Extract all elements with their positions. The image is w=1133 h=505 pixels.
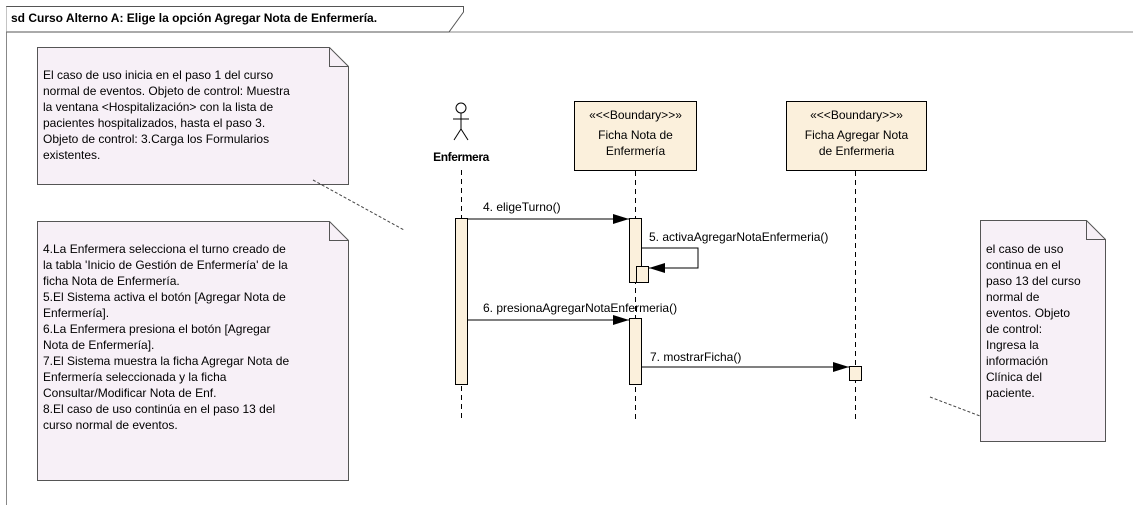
lifeline-1-activation-bar-2 [629,318,642,385]
note-2[interactable] [37,221,349,481]
note-2-line: Consultar/Modificar Nota de Enf. [43,386,217,400]
message-6-label: 6. presionaAgregarNotaEnfermeria() [483,301,677,315]
note-3-line: normal de [986,290,1040,304]
note-3-connector [929,396,981,417]
message-5[interactable]: 5. activaAgregarNotaEnfermeria() [642,230,828,273]
frame-title: sd Curso Alterno A: Elige la opción Agre… [11,11,377,25]
lifeline-2-activation-bar [849,366,862,381]
note-1-line: la ventana <Hospitalización> con la list… [43,100,274,114]
note-3-line: de control: [986,322,1043,336]
message-6[interactable]: 6. presionaAgregarNotaEnfermeria() [468,301,677,325]
note-1-line: normal de eventos. Objeto de control: Mu… [43,84,290,98]
note-2-line: Enfermería seleccionada y la ficha [43,370,227,384]
note-3-line: Ingresa la [986,338,1039,352]
actor-stick-figure-icon [453,102,469,141]
note-2-line: 5.El Sistema activa el botón [Agregar No… [43,290,286,304]
note-3-line: información [986,354,1049,368]
message-4-label: 4. eligeTurno() [483,200,561,214]
lifeline-1-name-line-1: Ficha Nota de [598,128,673,142]
note-2-line: 8.El caso de uso continúa en el paso 13 … [43,402,276,416]
note-3-line: Clínica del [986,370,1043,384]
note-3-line: continua en el [986,258,1061,272]
note-2-line: Enfermería]. [43,306,110,320]
note-2-line: curso normal de eventos. [43,418,178,432]
boundary-box-2 [786,101,927,171]
note-2-line: ficha Nota de Enfermería. [43,274,180,288]
note-1-body [37,47,349,185]
note-3-body [980,220,1106,442]
note-1-fold [329,47,349,67]
note-1-line: El caso de uso inicia en el paso 1 del c… [43,68,274,82]
note-1-text: El caso de uso inicia en el paso 1 del c… [43,67,333,163]
note-2-line: la tabla 'Inicio de Gestión de Enfermerí… [43,258,288,272]
message-5-label: 5. activaAgregarNotaEnfermeria() [649,230,828,244]
message-4[interactable]: 4. eligeTurno() [468,200,629,224]
note-1[interactable] [37,47,349,185]
actor-activation-bar [455,218,468,385]
message-7-label: 7. mostrarFicha() [650,350,741,364]
note-2-line: 7.El Sistema muestra la ficha Agregar No… [43,354,290,368]
note-1-line: Objeto de control: 3.Carga los Formulari… [43,132,270,146]
lifeline-ficha-agregar-nota[interactable]: «<<Boundary>>» Ficha Agregar Nota de Enf… [786,101,927,171]
note-1-line: existentes. [43,148,101,162]
note-3-line: el caso de uso [986,242,1064,256]
note-2-line: 4.La Enfermera selecciona el turno cread… [43,242,286,256]
lifeline-ficha-nota-enfermeria[interactable]: «<<Boundary>>» Ficha Nota de Enfermería [574,101,697,171]
note-1-line: pacientes hospitalizados, hasta el paso … [43,116,266,130]
note-2-line: 6.La Enfermera presiona el botón [Agrega… [43,322,271,336]
note-3-line: paciente. [986,386,1035,400]
note-3[interactable] [980,220,1106,442]
note-3-line: paso 13 del curso [986,274,1081,288]
message-5-arrow [642,247,699,273]
note-2-body [37,221,349,481]
note-2-line: Nota de Enfermería]. [43,338,155,352]
lifeline-2-name-line-2: de Enfermeria [819,144,895,158]
note-1-connector [312,179,405,231]
actor-enfermera[interactable]: Enfermera [433,102,490,164]
note-2-text: 4.La Enfermera selecciona el turno cread… [43,241,343,433]
frame-title-tab [6,6,464,33]
lifeline-1-name-line-2: Enfermería [606,144,666,158]
actor-name: Enfermera [433,150,489,164]
lifeline-1-stereotype: «<<Boundary>>» [589,108,682,122]
message-7[interactable]: 7. mostrarFicha() [642,350,849,372]
lifeline-1-self-activation [636,266,649,283]
note-3-fold [1086,220,1106,240]
note-2-fold [329,221,349,241]
note-3-line: eventos. Objeto [986,306,1071,320]
lifeline-2-name-line-1: Ficha Agregar Nota [805,128,909,142]
lifeline-2-stereotype: «<<Boundary>>» [810,108,903,122]
note-3-text: el caso de uso continua en el paso 13 de… [986,241,1104,401]
boundary-box-1 [574,101,697,171]
